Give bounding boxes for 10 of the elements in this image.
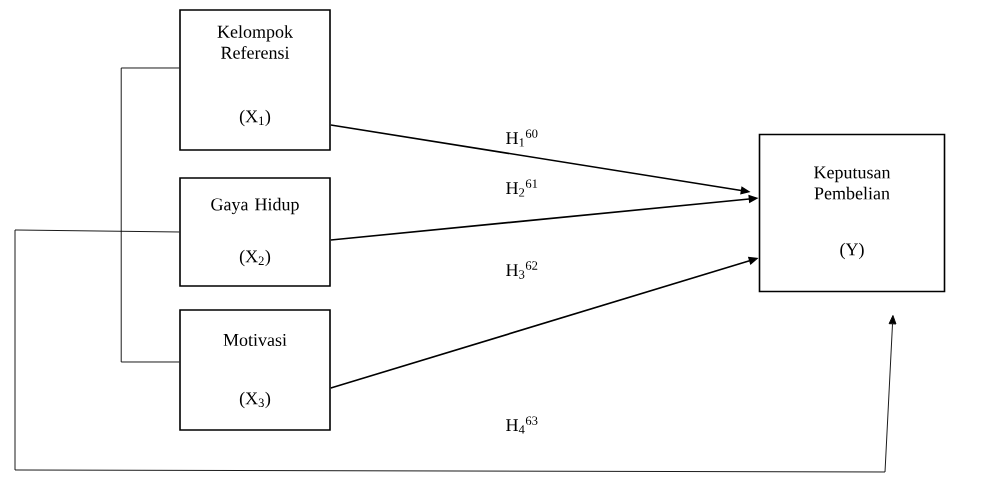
hypothesis-label: H$_{1}$60	[504, 128, 540, 148]
hypothesis-label: H$_{3}$62	[504, 260, 540, 280]
connector-line	[120, 67, 180, 363]
arrow	[14, 229, 897, 473]
hypothesis-label: H$_{2}$61	[504, 178, 540, 198]
variable-box: Motivasi (X$_{3}$)	[179, 309, 331, 431]
variable-box: Gaya Hidup (X$_{2}$)	[179, 177, 331, 287]
variable-box: Kelompok Referensi (X$_{1}$)	[179, 9, 331, 151]
variable-box: Keputusan Pembelian (Y)	[758, 133, 946, 293]
hypothesis-label: H$_{4}$63	[504, 415, 540, 435]
